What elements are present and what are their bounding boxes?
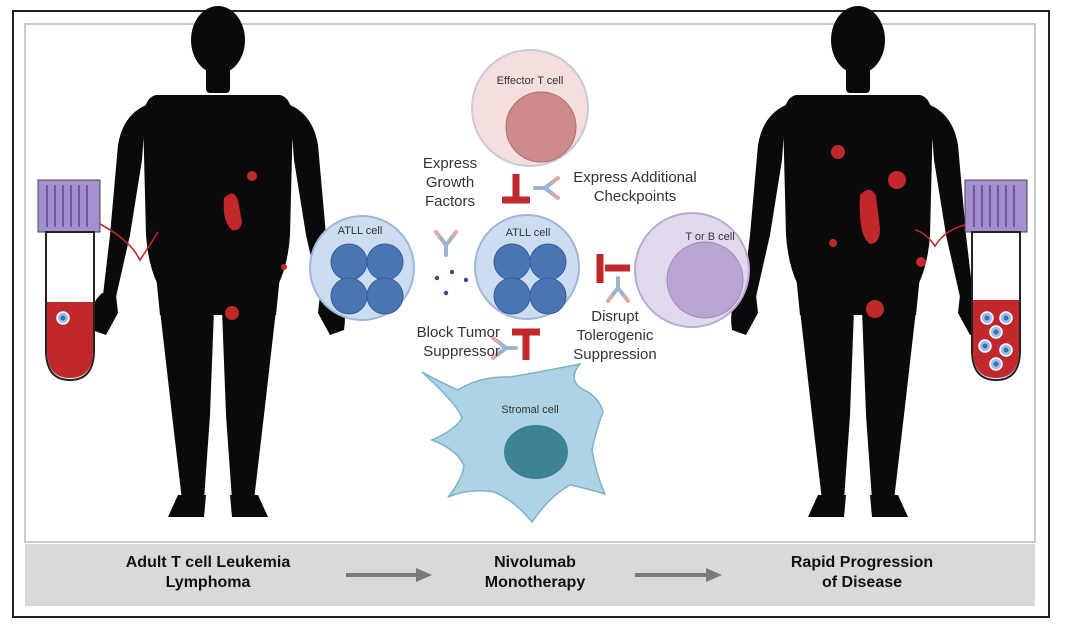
- effector-t-cell: [471, 49, 589, 167]
- bar-label-treatment-line-2: Monotherapy: [484, 574, 586, 591]
- tolerogenic-line-3: Suppression: [573, 346, 657, 363]
- growth-factors-line-3: Factors: [424, 193, 475, 210]
- t-or-b-cell-label: T or B cell: [685, 231, 735, 243]
- antibody-tolerogenic-icon: [606, 276, 630, 303]
- bar-label-treatment: Nivolumab Monotherapy: [440, 553, 630, 593]
- inhibit-symbol-right: [596, 254, 630, 283]
- antibody-growth-icon: [434, 230, 458, 257]
- inner-frame: [24, 23, 1036, 543]
- left-tube-line: [99, 223, 159, 262]
- atll-cell-center: [474, 214, 580, 320]
- effector-t-cell-label: Effector T cell: [496, 75, 564, 87]
- tolerogenic-line-2: Tolerogenic: [576, 327, 654, 344]
- bar-label-outcome: Rapid Progression of Disease: [742, 553, 982, 593]
- tolerogenic-line-1: Disrupt: [591, 308, 639, 325]
- tumor-suppressor-line-1: Block Tumor: [416, 324, 500, 341]
- t-or-b-cell: [634, 212, 750, 328]
- left-body-silhouette: [91, 6, 345, 517]
- growth-factors-line-1: Express: [422, 155, 478, 172]
- bar-arrow-2: [635, 568, 722, 582]
- stromal-cell: [421, 362, 607, 524]
- inhibit-symbol-top: [502, 174, 530, 204]
- tolerogenic-suppression-label: Disrupt Tolerogenic Suppression: [555, 307, 675, 364]
- additional-checkpoints-line-2: Checkpoints: [593, 188, 677, 205]
- right-lesions: [829, 145, 926, 318]
- atll-cell-left: [309, 215, 415, 321]
- bar-label-disease: Adult T cell Leukemia Lymphoma: [88, 553, 328, 593]
- inhibit-symbol-bottom: [512, 328, 540, 360]
- bar-label-outcome-line-2: of Disease: [821, 574, 903, 591]
- bar-label-outcome-line-1: Rapid Progression: [790, 554, 934, 571]
- growth-factor-dots: [434, 269, 469, 296]
- tumor-suppressor-line-2: Suppressor: [423, 343, 500, 360]
- growth-factors-line-2: Growth: [425, 174, 475, 191]
- left-blood-tube: [37, 179, 101, 382]
- bar-label-disease-line-2: Lymphoma: [165, 574, 251, 591]
- atll-cell-center-label: ATLL cell: [505, 227, 551, 239]
- right-body-silhouette: [731, 6, 985, 517]
- additional-checkpoints-label: Express Additional Checkpoints: [555, 168, 715, 206]
- right-blood-tube: [964, 179, 1028, 382]
- growth-factors-label: Express Growth Factors: [400, 154, 500, 211]
- bottom-bar: [25, 544, 1035, 606]
- bar-arrow-1: [346, 568, 432, 582]
- additional-checkpoints-line-1: Express Additional: [573, 169, 697, 186]
- stromal-cell-label: Stromal cell: [501, 404, 559, 416]
- tumor-suppressor-label: Block Tumor Suppressor: [390, 323, 500, 361]
- bar-label-treatment-line-1: Nivolumab: [494, 554, 576, 571]
- atll-cell-left-label: ATLL cell: [337, 225, 383, 237]
- right-tube-line: [914, 224, 966, 248]
- bar-label-disease-line-1: Adult T cell Leukemia: [125, 554, 291, 571]
- left-lesions: [223, 171, 287, 320]
